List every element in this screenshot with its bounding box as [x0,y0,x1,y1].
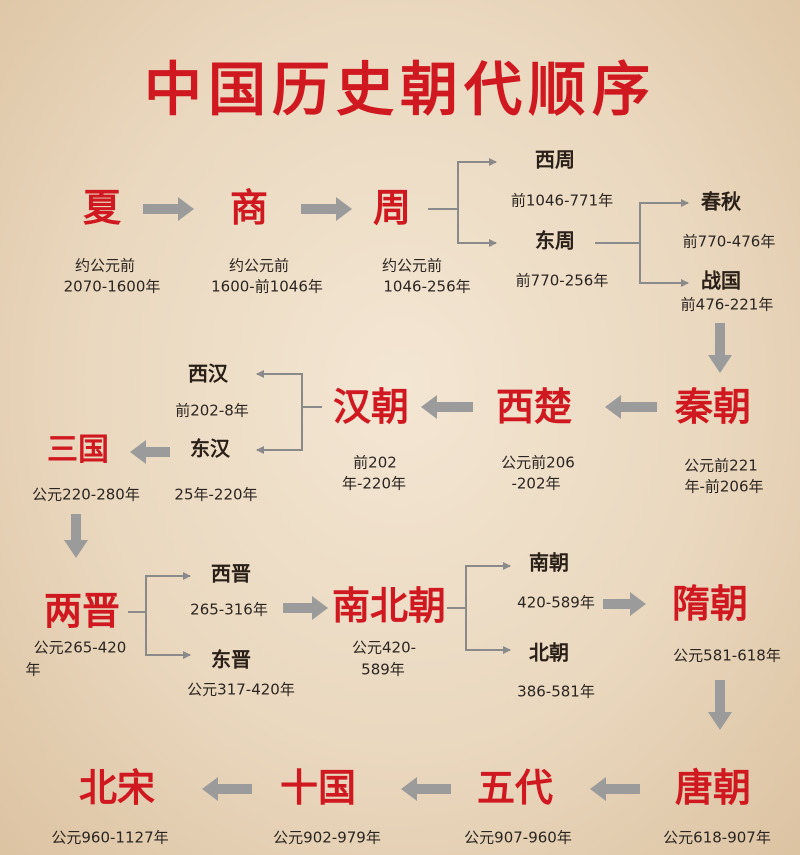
node-tang: 唐朝 [674,765,752,811]
node-shang: 商 [229,185,269,231]
branch-dongzhou-zhanguo [639,243,689,287]
date-chunqiu: 前770-476年 [682,232,776,251]
arrow-shang-zhou [301,197,352,221]
branch-nanbeichao-beichao [465,608,511,654]
date-nanbeichao-line1: 公元420- [351,638,417,657]
arrow-nanchao-sui [603,592,646,616]
node-han: 汉朝 [332,384,410,430]
node-dongzhou: 东周 [535,228,575,253]
node-beichao: 北朝 [529,640,569,665]
node-donghan: 东汉 [190,436,230,461]
node-zhou: 周 [372,185,412,231]
date-shiguo: 公元902-979年 [273,828,381,847]
arrow-shiguo-beisong [202,777,252,801]
date-xia-line1: 约公元前 [74,256,136,275]
arrow-zhanguo-qin [708,323,732,373]
date-xijin: 265-316年 [190,600,268,619]
arrow-sanguo-liangjin [64,514,88,558]
date-liangjin-line1: 公元265-420 [33,638,127,657]
date-nanbeichao-line2: 589年 [361,660,405,679]
date-sui: 公元581-618年 [673,646,781,665]
arrow-xia-shang [143,197,194,221]
node-wudai: 五代 [476,765,554,811]
date-xichu-line2: -202年 [511,474,561,493]
date-beichao: 386-581年 [517,682,595,701]
date-zhanguo: 前476-221年 [680,295,774,314]
date-nanchao: 420-589年 [517,593,595,612]
date-shang-line1: 约公元前 [228,256,290,275]
date-han-line1: 前202 [353,453,397,472]
date-han-line2: 年-220年 [341,474,407,493]
node-xizhou: 西周 [535,147,575,172]
branch-zhou-dongzhou [457,209,497,247]
date-dongjin: 公元317-420年 [187,680,295,699]
arrow-donghan-sanguo [130,440,170,464]
node-dongjin: 东晋 [211,647,251,672]
date-xia-line2: 2070-1600年 [63,277,161,296]
arrow-xichu-han [421,395,473,419]
node-zhanguo: 战国 [701,268,741,293]
branch-nanbeichao-nanchao [465,562,511,608]
node-xichu: 西楚 [495,384,573,430]
node-xia: 夏 [82,185,122,231]
date-qin-line2: 年-前206年 [684,477,764,496]
node-liangjin: 两晋 [43,588,121,634]
date-beisong: 公元960-1127年 [51,828,169,847]
node-shiguo: 十国 [279,765,357,811]
flow-arrows [64,197,732,801]
branch-liangjin-dongjin [145,612,191,659]
branch-liangjin-xijin [145,572,191,612]
branch-han-donghan [256,407,303,454]
date-xizhou: 前1046-771年 [510,191,614,210]
branch-lines [128,158,689,659]
node-sui: 隋朝 [671,581,749,627]
node-qin: 秦朝 [674,384,752,430]
date-zhou-line1: 约公元前 [381,256,443,275]
node-xihan: 西汉 [188,361,228,386]
arrow-wudai-shiguo [401,777,451,801]
date-tang: 公元618-907年 [663,828,771,847]
arrow-qin-xichu [605,395,657,419]
branch-zhou-xizhou [428,158,497,210]
branch-dongzhou-chunqiu [639,199,689,243]
date-qin-line1: 公元前221 [684,456,758,475]
date-xichu-line1: 公元前206 [501,453,575,472]
date-donghan: 25年-220年 [174,485,258,504]
node-nanbeichao: 南北朝 [331,583,447,629]
date-zhou-line2: 1046-256年 [383,277,471,296]
date-sanguo: 公元220-280年 [32,485,140,504]
node-sanguo: 三国 [47,432,109,469]
date-wudai: 公元907-960年 [464,828,572,847]
arrow-sui-tang [708,680,732,730]
node-chunqiu: 春秋 [701,189,741,214]
date-dongzhou: 前770-256年 [515,271,609,290]
branch-han-xihan [256,370,303,407]
date-shang-line2: 1600-前1046年 [211,277,323,296]
node-beisong: 北宋 [78,765,156,811]
date-xihan: 前202-8年 [175,401,249,420]
arrow-tang-wudai [590,777,640,801]
node-xijin: 西晋 [211,561,251,586]
arrow-xijin-nanbeichao [283,596,328,620]
page-title: 中国历史朝代顺序 [143,55,657,124]
date-liangjin-line2: 年 [25,660,41,679]
node-nanchao: 南朝 [529,550,569,575]
